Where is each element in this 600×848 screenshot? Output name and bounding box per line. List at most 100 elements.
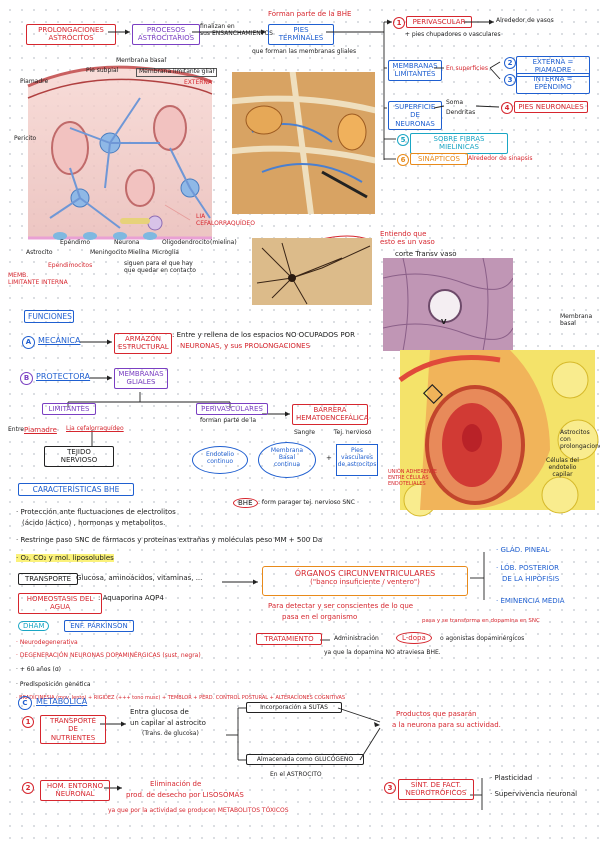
electron-micrograph: [232, 72, 375, 214]
num-3: 3: [504, 74, 516, 86]
dham-l5: · BRADICINESIA (mov. lento) + RIGIDEZ (+…: [16, 695, 346, 701]
prolongaciones-box: PROLONGACIONES ASTROCITOS: [26, 24, 116, 45]
metabolica-n3: 3: [384, 782, 396, 794]
productos-text: Productos que pasarán: [396, 710, 477, 718]
organos-text: Para detectar y ser conscientes de lo qu…: [268, 602, 414, 610]
prod-desecho-text: prod. de desecho por LISOSOMAS: [126, 791, 244, 799]
alrededor-sinapsis: Alrededor de sinapsis: [468, 155, 533, 162]
sangre-text: Sangre: [294, 429, 316, 436]
caracteristicas-title: CARACTERÍSTICAS BHE: [18, 483, 134, 496]
pasa-text: pasa y se transforma en dopamina en SNC: [422, 618, 540, 624]
almacenada-box: Almacenada como GLUCÓGENO: [246, 754, 364, 766]
ldopa-pill: L-dopa: [396, 632, 432, 645]
plasticidad-text: · Plasticidad: [490, 774, 533, 782]
label-membrana-basal-2: Membrana basal: [560, 313, 593, 327]
membranas-gliales-box: MEMBRANAS GLIALES: [114, 368, 168, 389]
label-piamadre: Piamadre: [20, 78, 49, 85]
dham-l3: · + 60 años (σ): [16, 666, 61, 673]
externa-box: EXTERNA = PIAMADRE: [516, 56, 590, 77]
dham-l4: · Predisposición genética: [16, 681, 91, 688]
hipofisis: DE LA HIPÓFISIS: [502, 575, 560, 583]
tratamiento-box: TRATAMIENTO: [256, 633, 322, 646]
pies-neuronales-box: PIES NEURONALES: [514, 101, 588, 114]
superficie-neuronas-box: SUPERFICIE DE NEURONAS: [388, 101, 442, 131]
membrana-basal-bubble: Membrana Basal continua: [258, 442, 316, 478]
label-memb-limitante-interna: MEMB. LIMITANTE INTERNA: [8, 272, 68, 286]
num-1: 1: [393, 17, 405, 29]
metabolica-n1: 1: [22, 716, 34, 728]
eminencia-media: · EMINENCIA MEDIA: [496, 597, 565, 605]
label-lia: LIA CEFALORRAQUÍDEO: [196, 213, 255, 227]
label-mielina-paren: (mielina): [210, 239, 237, 246]
dham-l1: · Neurodegenerativa: [16, 639, 78, 646]
membranas-limitantes-box: MEMBRANAS LIMITANTES: [388, 60, 442, 81]
num-2: 2: [504, 57, 516, 69]
label-pericito: Pericito: [14, 135, 37, 142]
micrograph-drawing: [232, 72, 375, 214]
letter-a: A: [22, 336, 35, 349]
barrera-box: BARRERA HEMATOENCEFÁLICA: [292, 404, 369, 425]
pies-box: PIES TERMINALES: [268, 24, 334, 45]
funciones-title: FUNCIONES: [24, 310, 74, 323]
en-astrocito-text: En el ASTROCITO: [270, 771, 322, 778]
a-neurona-text: a la neurona para su actividad.: [392, 721, 501, 729]
label-ependimocitos: Ependimocitos: [48, 262, 93, 269]
procesos-box: PROCESOS ASTROCITARIOS: [132, 24, 200, 45]
membranas-gliales-text: que forman las membranas gliales: [252, 48, 357, 55]
tejido-box: TEJIDO NERVIOSO: [44, 446, 114, 467]
homeostasis-text: : Aquaporina AQP4: [98, 594, 164, 602]
sinapticos-box: SINÁPTICOS: [410, 153, 468, 166]
label-celulas-endotelio: Células del endotelio capilar: [546, 457, 579, 478]
interna-box: INTERNA = EPÉNDIMO: [516, 73, 590, 94]
transporte-box: TRANSPORTE: [18, 573, 78, 586]
transporte-nutrientes-box: TRANSPORTE DE NUTRIENTES: [40, 715, 106, 745]
homeostasis-box: HOMEOSTASIS DEL AGUA: [18, 593, 102, 614]
label-astrocitos: Astrocitos con prolongaciones: [560, 429, 600, 450]
forman-parte-text: Forman parte de la BHE: [268, 10, 352, 18]
vessel-micrograph-drawing: [383, 258, 513, 351]
soma: Soma: [446, 99, 464, 106]
label-siguen: siguen para el que hay que quedar en con…: [124, 260, 196, 274]
label-pie-subpial: Pie subpial: [86, 67, 119, 74]
bhe-illustration: [398, 350, 599, 517]
label-meningocito: Meningocito: [90, 249, 127, 256]
alrededor-vasos: Alrededor de vasos: [496, 17, 554, 24]
homeostasis-entorno-box: HOM. ENTORNO NEURONAL: [40, 780, 110, 801]
label-neurona: Neurona: [114, 239, 140, 246]
ya-que-text: ya que la dopamina NO atraviesa BHE.: [324, 649, 441, 656]
supervivencia-text: · Supervivencia neuronal: [490, 790, 578, 798]
administracion-text: Administración: [334, 635, 379, 642]
num-5: 5: [397, 134, 409, 146]
piamadre-text: Piamadre: [24, 426, 57, 434]
finalizan-text: finalizan en sus ENSANCHAMIENTOS: [200, 23, 273, 37]
astrocyte-figure: [20, 58, 220, 258]
plus-sign: +: [326, 454, 332, 462]
armazon-box: ARMAZÓN ESTRUCTURAL: [114, 333, 172, 354]
caracteristica-1: · Protección ante fluctuaciones de elect…: [16, 508, 176, 516]
glandula-pineal: · GLÁD. PINEAL: [496, 546, 550, 554]
caracteristica-1b: (ácido láctico) , hormonas y metabolitos…: [22, 519, 166, 527]
pies-vasculares-box: Pies vasculares de astrocitos: [336, 444, 378, 476]
tej-nervioso-text: Tej. nervioso: [334, 429, 372, 436]
bhe-text: : form parager tej. nervioso SNC: [258, 499, 355, 506]
label-oligodendrocito: Oligodendrocito: [162, 239, 210, 246]
organos-title: ÓRGANOS CIRCUNVENTRICULARES: [294, 569, 436, 578]
organos-text-2: pasa en el organismo: [282, 613, 358, 621]
eliminacion-text: Eliminación de: [150, 780, 202, 788]
transporte-text: Glucosa, aminoácidos, vitaminas, ...: [76, 574, 203, 582]
num-6: 6: [397, 154, 409, 166]
vessel-micrograph: [383, 258, 513, 351]
light-micrograph: [252, 238, 372, 305]
corte-text: corte Transv vaso: [395, 250, 457, 258]
metabolica-n2: 2: [22, 782, 34, 794]
metabolica-title: METABÓLICA: [36, 697, 88, 706]
entre-text: Entre: [8, 426, 24, 433]
agonistas-text: o agonistas dopaminérgicos: [440, 635, 525, 642]
armazon-text-2: NEURONAS, y sus PROLONGACIONES: [180, 342, 311, 350]
label-microglia: Microglía: [152, 249, 179, 256]
entra-text: Entra glucosa de: [130, 708, 189, 716]
label-mielina: Mielina: [128, 249, 150, 256]
endotelio-bubble: Endotelio continuo: [192, 446, 248, 474]
label-membrana-basal: Membrana basal: [116, 57, 167, 64]
mecanica-label: MECÁNICA: [38, 336, 81, 345]
